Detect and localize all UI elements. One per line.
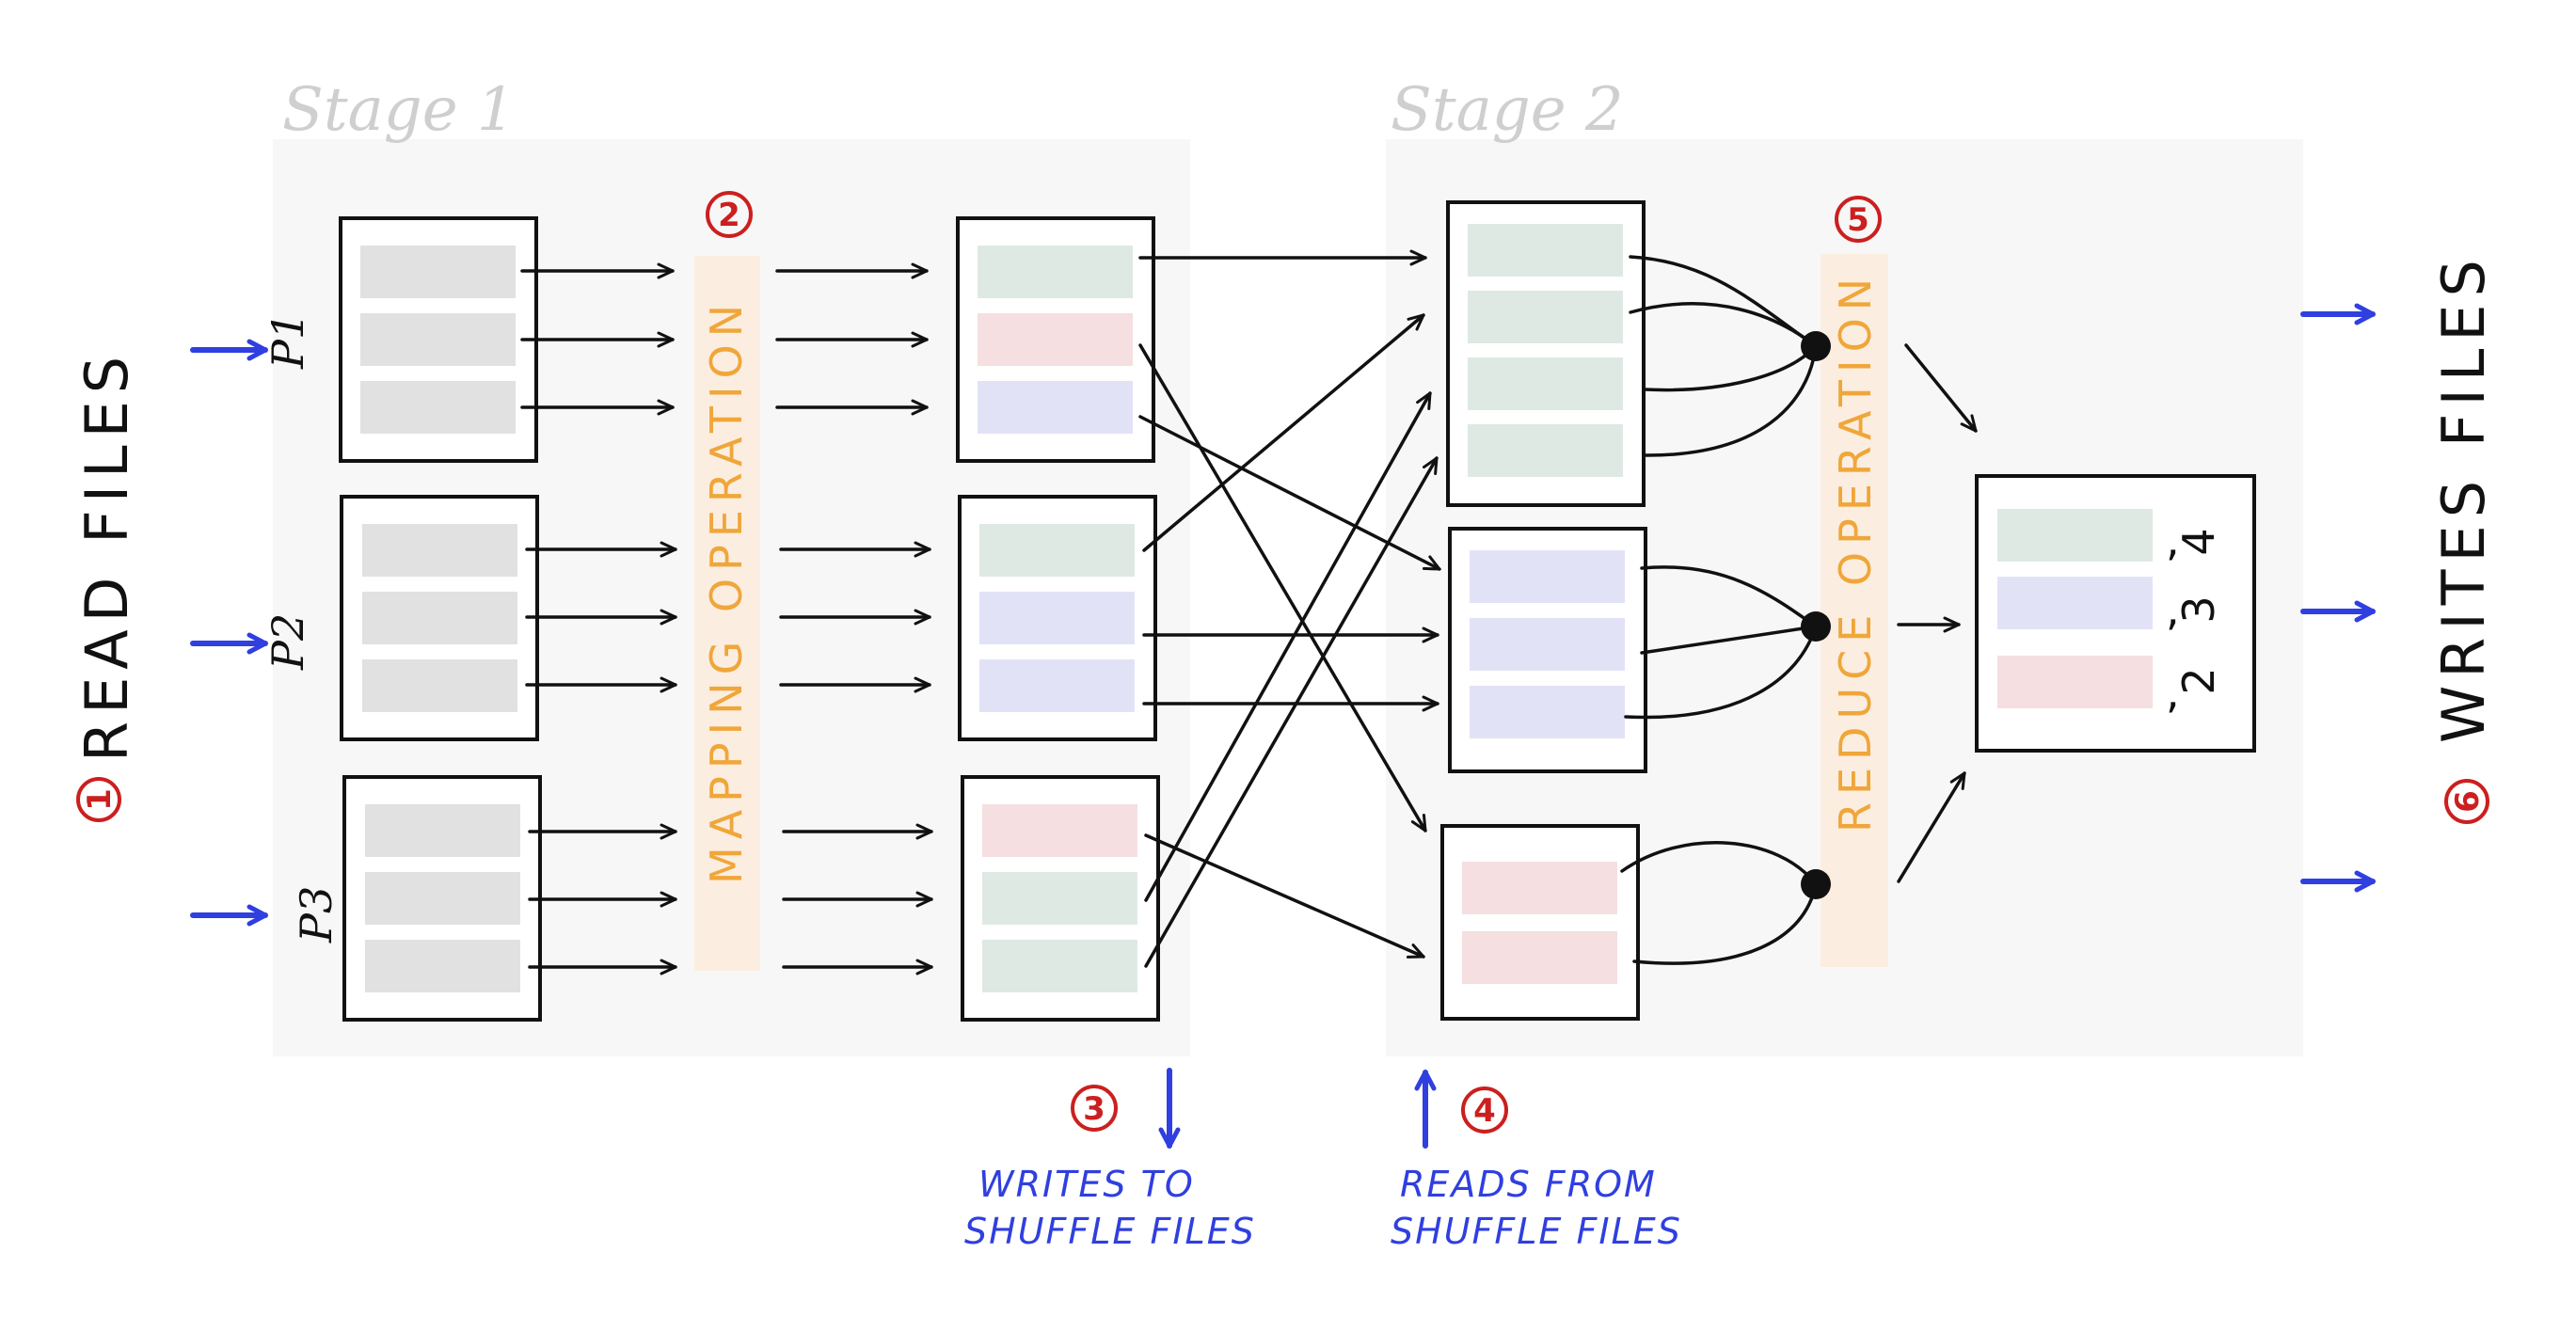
reduce-node-green xyxy=(1801,331,1831,361)
mapping-output-arrows xyxy=(775,262,933,975)
mapped-partition-1 xyxy=(956,216,1155,463)
result-separator-1: , xyxy=(2166,515,2180,565)
stage-2-label: Stage 2 xyxy=(1391,75,1624,145)
writes-files-label: WRITES FILES xyxy=(2429,252,2498,743)
svg-text:3: 3 xyxy=(1083,1090,1105,1128)
result-separator-2: , xyxy=(2166,584,2180,635)
step-5-marker: 5 xyxy=(1835,196,1882,243)
mapped-partition-2 xyxy=(958,495,1157,741)
input-partition-p2 xyxy=(340,495,539,741)
writes-shuffle-annotation: 3 WRITES TO SHUFFLE FILES xyxy=(964,1068,1256,1252)
mapping-operation-label: MAPPING OPERATION xyxy=(701,297,752,884)
svg-text:5: 5 xyxy=(1847,201,1869,239)
partition-label-p2: P2 xyxy=(262,613,313,671)
svg-text:4: 4 xyxy=(1473,1092,1496,1130)
read-files-label: READ FILES xyxy=(72,349,141,762)
input-partition-p1 xyxy=(339,216,538,463)
partition-label-p1: P1 xyxy=(262,312,313,370)
read-files-annotation: 1 READ FILES xyxy=(72,349,141,822)
stage-1-label: Stage 1 xyxy=(282,75,516,145)
svg-text:2: 2 xyxy=(718,197,740,234)
svg-text:1: 1 xyxy=(81,788,119,811)
reads-shuffle-line1: READS FROM xyxy=(1400,1164,1657,1205)
svg-text:6: 6 xyxy=(2449,790,2487,813)
partition-label-p3: P3 xyxy=(291,886,342,944)
writes-files-annotation: WRITES FILES 6 xyxy=(2429,252,2498,824)
shuffle-arrows xyxy=(1138,249,1441,968)
reduce-curves xyxy=(1620,255,1818,965)
shuffled-group-blue xyxy=(1448,527,1647,773)
mapping-operation-band xyxy=(694,256,760,971)
writes-shuffle-line1: WRITES TO xyxy=(978,1164,1195,1205)
step-2-marker: 2 xyxy=(706,191,753,238)
result-separator-3: , xyxy=(2166,667,2180,718)
shuffled-group-red xyxy=(1440,824,1640,1021)
input-partition-p3 xyxy=(342,775,542,1022)
mapping-input-arrows xyxy=(520,262,677,975)
result-count-1: 4 xyxy=(2173,528,2224,555)
result-arrows xyxy=(1897,343,1978,883)
reduce-operation-band xyxy=(1821,254,1888,967)
reads-shuffle-annotation: 4 READS FROM SHUFFLE FILES xyxy=(1391,1070,1682,1252)
reads-shuffle-line2: SHUFFLE FILES xyxy=(1391,1211,1682,1252)
reduce-node-red xyxy=(1801,869,1831,899)
writes-shuffle-line2: SHUFFLE FILES xyxy=(964,1211,1256,1252)
shuffled-group-green xyxy=(1446,200,1646,507)
result-count-2: 3 xyxy=(2173,595,2224,623)
result-count-3: 2 xyxy=(2173,667,2224,694)
mapped-partition-3 xyxy=(961,775,1160,1022)
result-box: , , , 4 3 2 xyxy=(1975,474,2256,753)
reduce-operation-label: REDUCE OPERATION xyxy=(1830,271,1881,832)
reduce-node-blue xyxy=(1801,611,1831,642)
